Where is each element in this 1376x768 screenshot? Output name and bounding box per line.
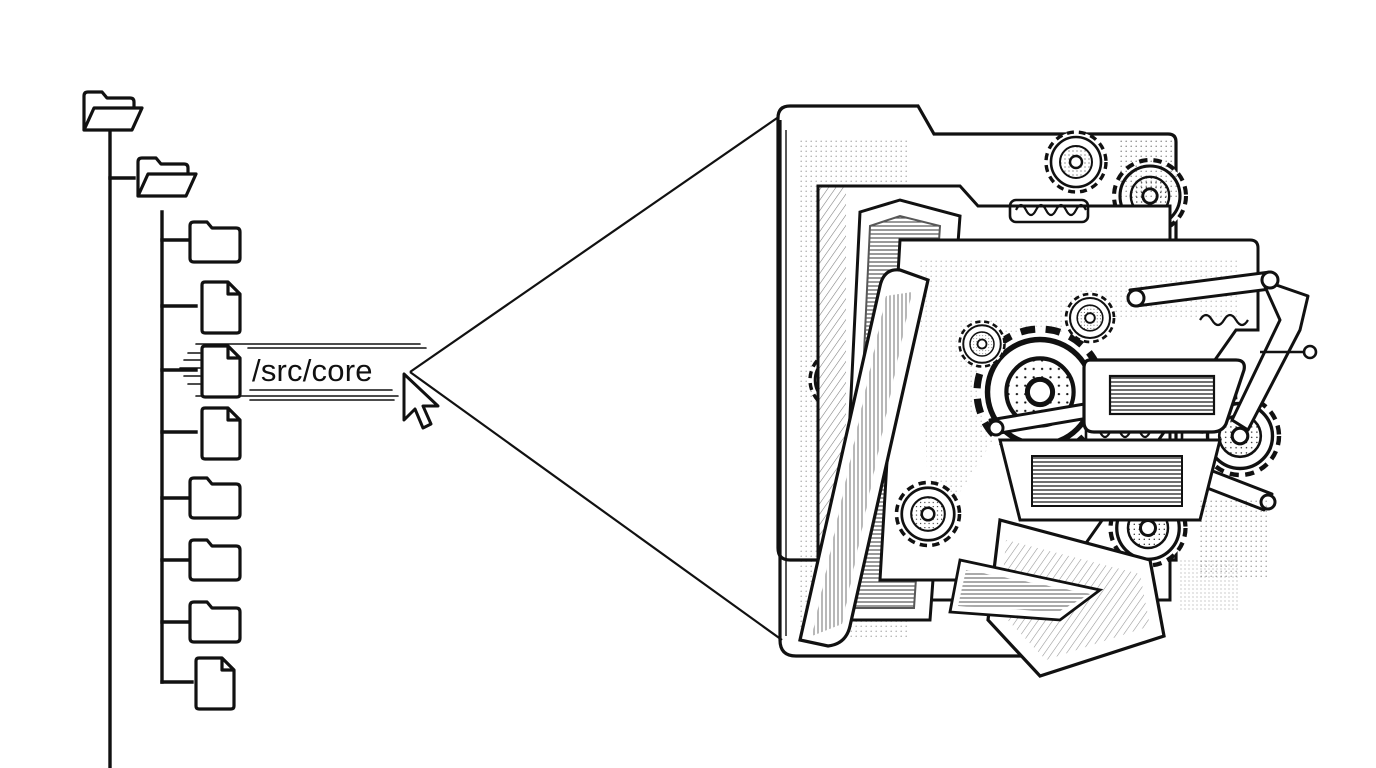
file-icon[interactable] xyxy=(194,656,236,711)
folder-open-icon[interactable] xyxy=(82,90,144,132)
file-icon[interactable] xyxy=(200,406,242,461)
file-tree xyxy=(82,90,427,768)
folder-icon[interactable] xyxy=(188,600,242,644)
folder-icon[interactable] xyxy=(188,476,242,520)
tree-connectors xyxy=(108,130,198,768)
zoom-projection-lines xyxy=(409,115,783,641)
selection-motion-lines xyxy=(179,343,427,401)
folder-icon[interactable] xyxy=(188,538,242,582)
folder-icon[interactable] xyxy=(188,220,242,264)
selected-path-label: /src/core xyxy=(252,353,373,388)
file-icon[interactable] xyxy=(200,280,242,335)
folder-full-of-gears-machinery-icon xyxy=(776,104,1318,678)
mouse-pointer-arrow-icon xyxy=(402,372,440,430)
file-icon-selected[interactable] xyxy=(200,344,242,399)
folder-open-icon[interactable] xyxy=(136,156,198,198)
